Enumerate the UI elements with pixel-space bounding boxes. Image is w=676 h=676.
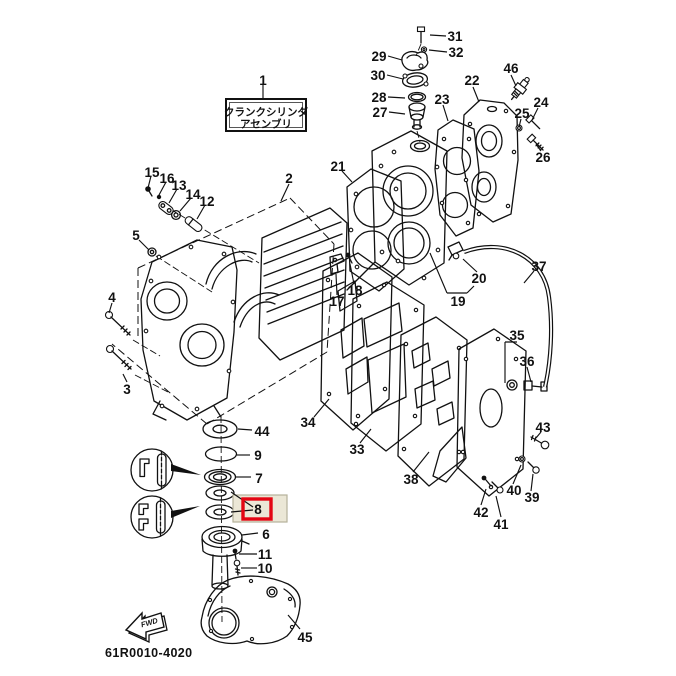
breather-hose (463, 244, 554, 388)
assembly-name-line1: クランクシリンダ (224, 105, 308, 118)
part-number-12[interactable]: 12 (199, 194, 214, 209)
part-number-1[interactable]: 1 (259, 73, 267, 88)
part-number-5[interactable]: 5 (132, 228, 140, 243)
part-number-39[interactable]: 39 (524, 490, 539, 505)
part-number-18[interactable]: 18 (347, 283, 363, 298)
part-number-6[interactable]: 6 (262, 527, 270, 542)
head-gasket (346, 168, 405, 292)
bracket-and-screw (329, 252, 353, 275)
exhaust-cover (432, 328, 548, 497)
part-number-10[interactable]: 10 (257, 561, 272, 576)
assembly-callout-box (225, 98, 307, 132)
part-number-32[interactable]: 32 (448, 45, 463, 60)
page-code: 61R0010-4020 (105, 646, 193, 660)
part-number-30[interactable]: 30 (370, 68, 385, 83)
base-gasket (200, 575, 301, 645)
part-number-4[interactable]: 4 (108, 290, 116, 305)
crankshaft-seal-stack (201, 419, 250, 590)
hose-clamp (447, 241, 464, 261)
part-number-27[interactable]: 27 (372, 105, 387, 120)
crankcase-mid-section (205, 207, 348, 361)
part-number-7[interactable]: 7 (255, 471, 263, 486)
part-number-3[interactable]: 3 (123, 382, 131, 397)
part-number-26[interactable]: 26 (535, 150, 551, 165)
part-number-9[interactable]: 9 (254, 448, 262, 463)
part-number-2[interactable]: 2 (285, 171, 293, 186)
cover-fasteners (481, 434, 550, 494)
part-number-16[interactable]: 16 (159, 171, 175, 186)
assembly-callout: クランクシリンダ アセンブリ (224, 98, 308, 132)
part-number-8[interactable]: 8 (254, 502, 262, 517)
part-number-23[interactable]: 23 (434, 92, 450, 107)
exhaust-outer-plate (397, 316, 468, 487)
selection-highlight (230, 491, 288, 523)
head-cover-bolts (515, 114, 544, 151)
exhaust-gasket (350, 281, 425, 452)
part-number-43[interactable]: 43 (535, 420, 551, 435)
part-number-45[interactable]: 45 (297, 630, 313, 645)
cylinder-block-face (346, 130, 448, 291)
cylinder-head-cover (461, 99, 519, 223)
assembly-name-line2: アセンブリ (240, 117, 292, 130)
head-cover-gasket (434, 119, 480, 237)
part-number-20[interactable]: 20 (471, 271, 486, 286)
part-number-14[interactable]: 14 (185, 187, 201, 202)
part-number-22[interactable]: 22 (464, 73, 479, 88)
part-number-31[interactable]: 31 (447, 29, 463, 44)
part-number-28[interactable]: 28 (371, 90, 387, 105)
part-number-17[interactable]: 17 (329, 294, 344, 309)
part-number-41[interactable]: 41 (493, 517, 509, 532)
part-number-38[interactable]: 38 (403, 472, 419, 487)
part-number-33[interactable]: 33 (349, 442, 365, 457)
part-number-13[interactable]: 13 (171, 178, 187, 193)
part-number-29[interactable]: 29 (371, 49, 386, 64)
part-number-42[interactable]: 42 (473, 505, 488, 520)
part-number-46[interactable]: 46 (503, 61, 519, 76)
part-number-25[interactable]: 25 (514, 106, 530, 121)
part-number-37[interactable]: 37 (531, 259, 546, 274)
part-number-40[interactable]: 40 (506, 483, 521, 498)
part-number-44[interactable]: 44 (254, 424, 270, 439)
anode-small-parts (145, 186, 203, 257)
part-number-36[interactable]: 36 (519, 354, 535, 369)
part-number-11[interactable]: 11 (258, 547, 273, 562)
thermostat-stack (401, 26, 429, 130)
crankcase-bolts (104, 310, 132, 371)
part-number-19[interactable]: 19 (450, 294, 465, 309)
ring-detail-magnifiers (130, 448, 201, 539)
part-number-21[interactable]: 21 (330, 159, 346, 174)
part-number-34[interactable]: 34 (300, 415, 316, 430)
exhaust-inner-plate (320, 252, 393, 431)
leader-lines (108, 34, 542, 630)
highlight-box (241, 497, 273, 521)
part-number-24[interactable]: 24 (533, 95, 549, 110)
fwd-arrow-body (124, 611, 165, 641)
spark-plug (510, 77, 530, 101)
crankcase-front-half (140, 239, 238, 421)
part-number-35[interactable]: 35 (509, 328, 525, 343)
fwd-arrow: FWD (124, 611, 168, 644)
part-number-15[interactable]: 15 (144, 165, 160, 180)
